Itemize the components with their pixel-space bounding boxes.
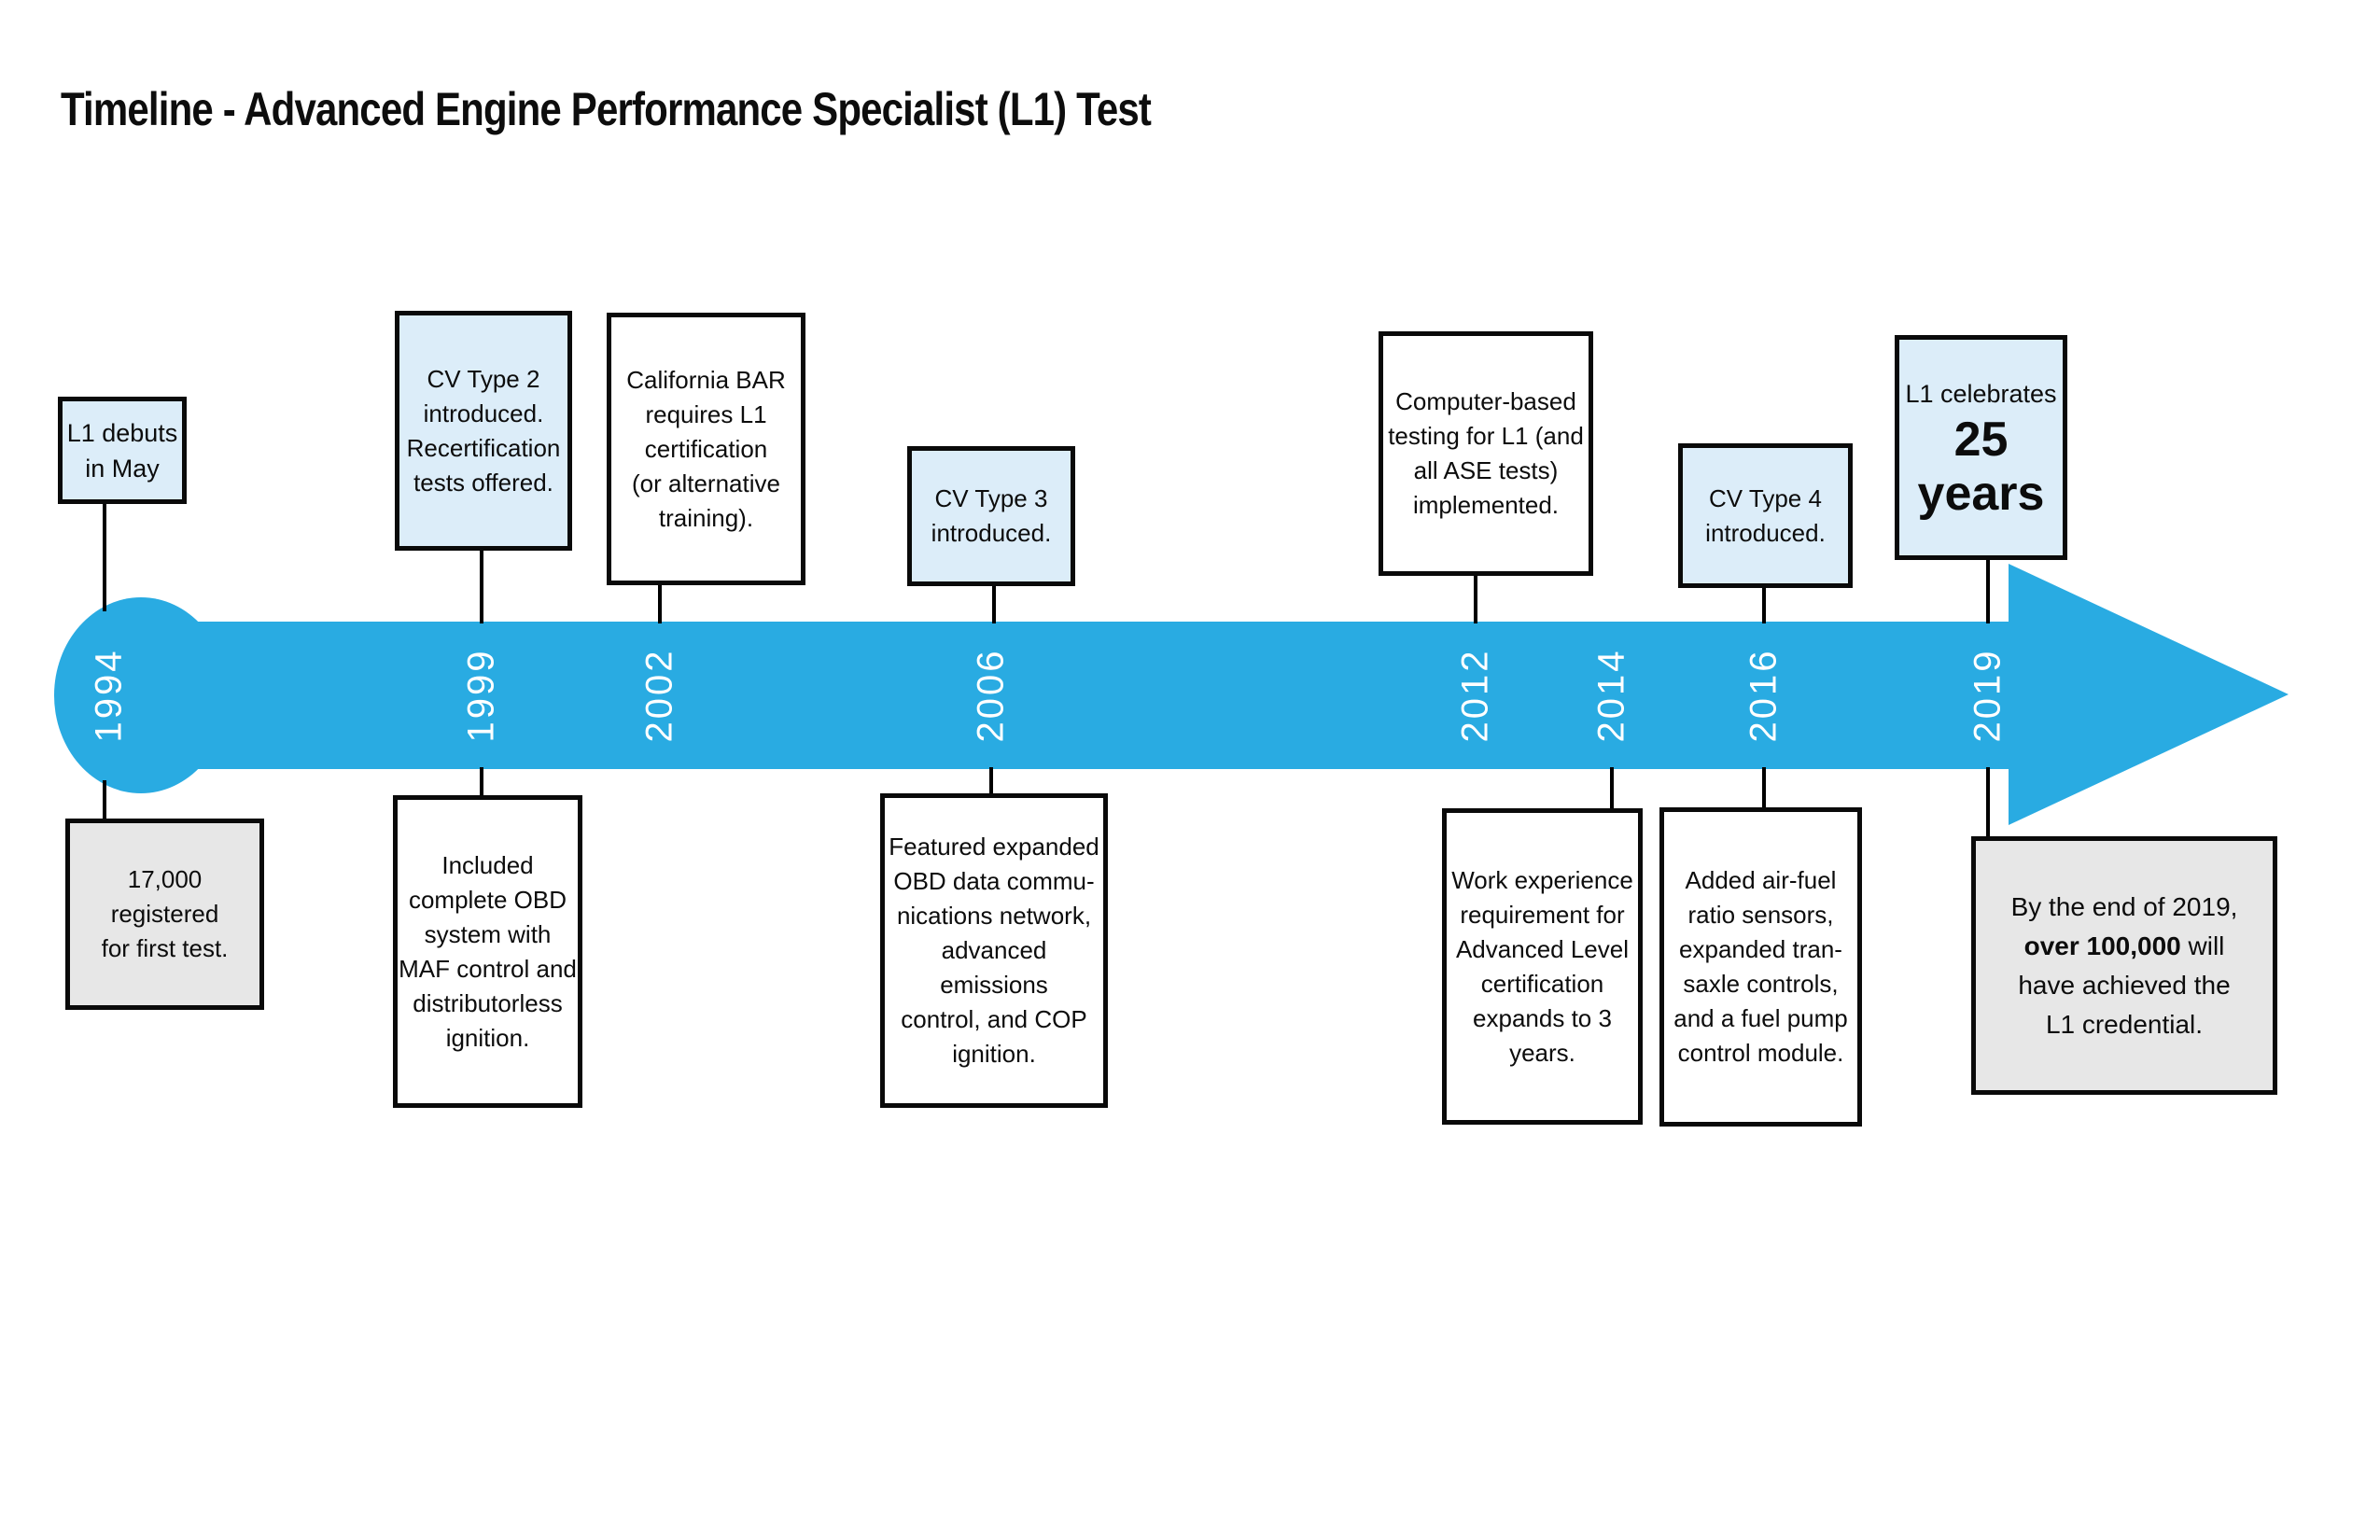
- connector-line-below-1994: [103, 780, 106, 819]
- event-text-line: L1 celebrates: [1905, 379, 2057, 408]
- connector-line-above-1999: [480, 549, 483, 623]
- connector-line-above-2019: [1986, 558, 1990, 623]
- connector-line-above-2002: [658, 583, 662, 623]
- event-text: Work experience requirement for Advanced…: [1451, 865, 1633, 1067]
- event-text: L1 debuts in May: [66, 418, 178, 483]
- event-text: 17,000 registered for first test.: [101, 865, 229, 962]
- event-text: CV Type 3 introduced.: [931, 484, 1052, 547]
- event-box-below-2016: Added air-fuel ratio sensors, expanded t…: [1659, 807, 1862, 1127]
- event-text-line: By the end of 2019,: [2010, 891, 2238, 921]
- year-label-2006: 2006: [970, 648, 1012, 743]
- connector-line-below-2016: [1762, 767, 1766, 809]
- page-title: Timeline - Advanced Engine Performance S…: [61, 83, 1152, 135]
- year-label-2016: 2016: [1743, 648, 1785, 743]
- year-label-1999: 1999: [460, 648, 502, 743]
- event-box-above-2012: Computer-based testing for L1 (and all A…: [1379, 331, 1593, 576]
- connector-line-above-2012: [1474, 574, 1477, 623]
- event-box-above-2016: CV Type 4 introduced.: [1678, 443, 1853, 588]
- timeline-arrowhead-icon: [2009, 564, 2289, 825]
- event-text: California BAR requires L1 certification…: [626, 365, 786, 532]
- event-text: Included complete OBD system with MAF co…: [399, 850, 577, 1052]
- event-box-below-2006: Featured expanded OBD data commu- nicati…: [880, 793, 1108, 1108]
- event-box-below-2014: Work experience requirement for Advanced…: [1442, 808, 1643, 1125]
- event-box-above-1994: L1 debuts in May: [58, 397, 187, 504]
- timeline-bar: [140, 622, 2016, 769]
- event-text: Computer-based testing for L1 (and all A…: [1388, 387, 1584, 519]
- event-text-bold: over 100,000: [2023, 931, 2181, 960]
- event-text-line: years: [1917, 466, 2045, 521]
- event-box-above-2019: L1 celebrates 25 years: [1895, 335, 2067, 560]
- event-text: CV Type 2 introduced. Recertification te…: [406, 364, 561, 497]
- connector-line-below-2019: [1986, 767, 1990, 838]
- year-label-2012: 2012: [1454, 648, 1496, 743]
- event-text-line: L1 credential.: [2045, 1009, 2204, 1039]
- connector-line-above-2016: [1762, 586, 1766, 623]
- connector-line-above-2006: [992, 584, 996, 623]
- connector-line-below-1999: [480, 767, 483, 797]
- event-text-line: over 100,000 will: [2024, 927, 2225, 966]
- year-label-2019: 2019: [1967, 648, 2009, 743]
- event-box-above-2002: California BAR requires L1 certification…: [607, 313, 805, 585]
- event-text-line: 25: [1953, 412, 2009, 467]
- event-box-above-2006: CV Type 3 introduced.: [907, 446, 1075, 586]
- connector-line-below-2014: [1610, 767, 1614, 810]
- connector-line-above-1994: [103, 504, 106, 611]
- event-box-below-1994: 17,000 registered for first test.: [65, 819, 264, 1010]
- year-label-1994: 1994: [88, 648, 130, 743]
- event-text: Added air-fuel ratio sensors, expanded t…: [1673, 866, 1848, 1067]
- event-text-rest: will: [2180, 931, 2225, 960]
- event-text: Featured expanded OBD data commu- nicati…: [889, 833, 1099, 1068]
- year-label-2002: 2002: [638, 648, 680, 743]
- event-box-above-1999: CV Type 2 introduced. Recertification te…: [395, 311, 572, 551]
- event-text: CV Type 4 introduced.: [1705, 483, 1826, 547]
- connector-line-below-2006: [989, 767, 993, 795]
- event-box-below-1999: Included complete OBD system with MAF co…: [393, 795, 582, 1108]
- year-label-2014: 2014: [1590, 648, 1632, 743]
- event-box-below-2019: By the end of 2019, over 100,000 will ha…: [1971, 836, 2277, 1095]
- event-text-line: have achieved the: [2018, 970, 2231, 1000]
